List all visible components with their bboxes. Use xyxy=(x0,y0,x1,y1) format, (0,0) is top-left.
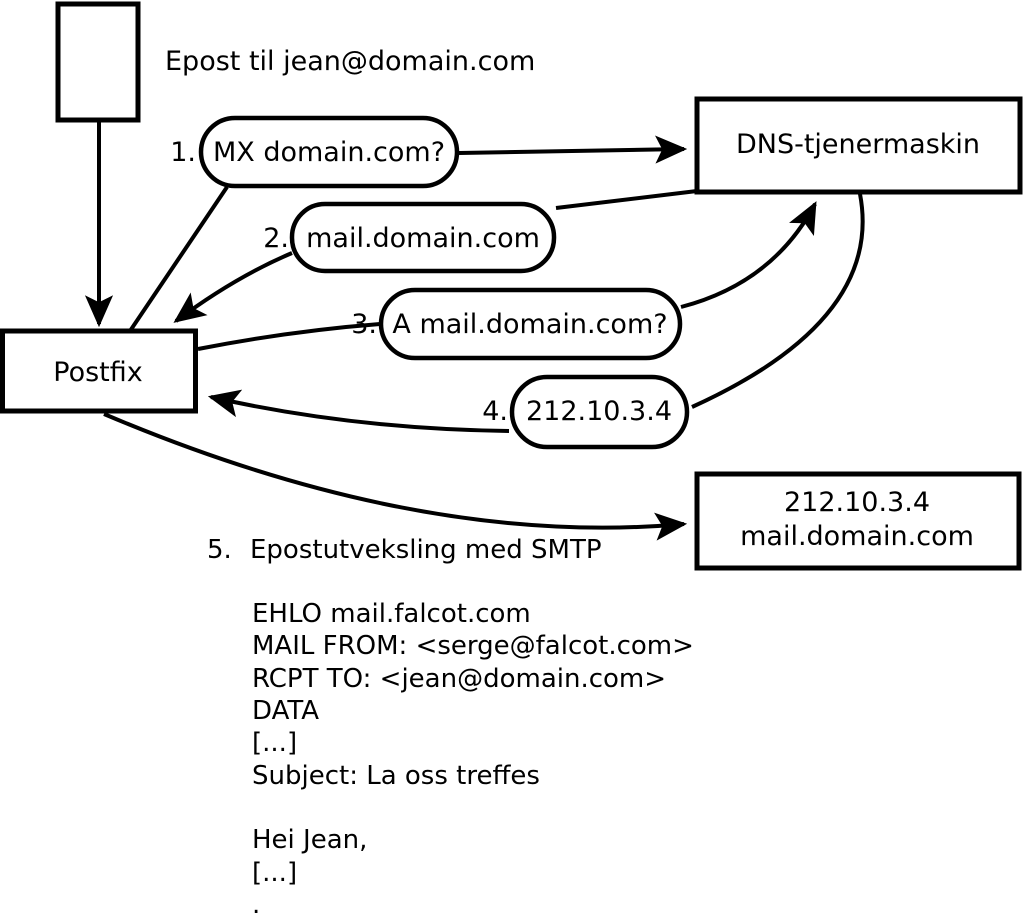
step-5-number: 5. xyxy=(207,535,232,565)
arrow-mx-bubble-to-dns xyxy=(458,135,688,164)
smtp-line: [...] xyxy=(252,858,297,888)
smtp-line: MAIL FROM: <serge@falcot.com> xyxy=(252,631,694,661)
step-3-label: A mail.domain.com? xyxy=(392,309,667,340)
step-5-label: Epostutveksling med SMTP xyxy=(250,535,602,565)
email-description-note: Epost til jean@domain.com xyxy=(165,46,535,77)
step-4-label: 212.10.3.4 xyxy=(526,396,672,427)
smtp-session-transcript: EHLO mail.falcot.com MAIL FROM: <serge@f… xyxy=(252,599,694,919)
step-2-number: 2. xyxy=(263,223,289,254)
smtp-line: Hei Jean, xyxy=(252,825,367,855)
smtp-line: [...] xyxy=(252,728,297,758)
edge-dns-to-mail-bubble xyxy=(555,189,698,210)
envelope-node xyxy=(55,1,141,123)
smtp-line: Subject: La oss treffes xyxy=(252,761,540,791)
smtp-line: EHLO mail.falcot.com xyxy=(252,599,531,629)
arrow-a-bubble-to-dns xyxy=(680,201,817,309)
step-4-number: 4. xyxy=(482,396,508,427)
smtp-line: DATA xyxy=(252,696,319,726)
dns-server-label: DNS-tjenermaskin xyxy=(736,129,980,160)
arrow-postfix-to-mail-server xyxy=(103,412,688,541)
step-3-number: 3. xyxy=(351,309,377,340)
arrow-ip-bubble-to-postfix xyxy=(207,389,510,433)
postfix-node xyxy=(0,328,198,414)
step-1-number: 1. xyxy=(170,137,196,168)
bubble-mx-answer xyxy=(289,201,557,274)
edge-postfix-to-a-bubble xyxy=(197,322,381,351)
edge-postfix-to-mx-bubble xyxy=(128,185,229,333)
smtp-line: RCPT TO: <jean@domain.com> xyxy=(252,664,666,694)
mail-server-host-label: mail.domain.com xyxy=(740,521,974,552)
dns-server-node xyxy=(694,96,1023,195)
mail-server-node xyxy=(694,471,1022,571)
smtp-line: . xyxy=(252,890,260,919)
bubble-a-answer xyxy=(509,374,690,450)
mail-server-ip-label: 212.10.3.4 xyxy=(784,487,930,518)
bubble-a-query xyxy=(378,287,683,361)
bubble-mx-query xyxy=(198,115,460,189)
step-1-label: MX domain.com? xyxy=(213,137,445,168)
edge-dns-to-ip-bubble xyxy=(691,193,865,409)
postfix-label: Postfix xyxy=(53,357,142,388)
arrow-mail-bubble-to-postfix xyxy=(173,251,293,323)
step-2-label: mail.domain.com xyxy=(306,223,540,254)
